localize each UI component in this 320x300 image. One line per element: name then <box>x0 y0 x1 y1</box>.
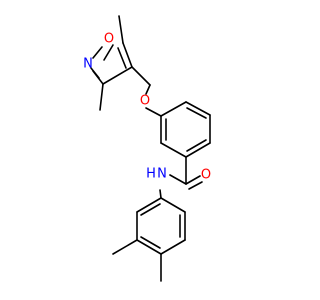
bond-b4-b5-inner <box>186 139 207 152</box>
bond-b2-b3 <box>185 101 211 116</box>
bond-c5-c4-inner <box>117 47 127 69</box>
central-benzene-ring <box>160 101 211 158</box>
bond-b4-b5 <box>185 142 211 158</box>
structure-canvas: O N O O H N <box>83 15 211 282</box>
bond-ch2-o <box>145 84 151 95</box>
bond-b1-b2 <box>160 101 187 117</box>
isoxazole-oxygen-label: O <box>104 32 114 47</box>
bond-d3-d4 <box>160 239 186 255</box>
amide-nh-h-label: H <box>146 167 156 182</box>
ether-oxygen-label: O <box>140 94 150 109</box>
bond-n2-o1 <box>92 46 103 59</box>
bond-o-aryl <box>145 107 162 117</box>
molecule-drawing: O N O O H N <box>83 15 211 282</box>
bond-b2-b3-inner <box>186 107 207 119</box>
bond-d1-d2 <box>160 197 186 213</box>
isoxazole-ring <box>90 42 133 85</box>
bond-o1-c5 <box>103 44 114 61</box>
amide-nitrogen-label: N <box>157 167 167 182</box>
bond-c5-methyl <box>118 15 124 44</box>
bond-c5-c4 <box>122 42 133 68</box>
bond-d5-methyl <box>112 239 138 255</box>
bond-carbonyl-o <box>185 175 201 185</box>
bond-carbonyl-n <box>169 174 187 185</box>
bond-c4-c3 <box>102 66 133 85</box>
bond-c3-methyl <box>99 83 104 111</box>
bond-b5-b6 <box>160 142 187 158</box>
bond-carbonyl-o-double <box>188 181 203 190</box>
carbonyl-oxygen-label: O <box>201 168 211 183</box>
bond-c3-n2-inner <box>90 67 100 79</box>
bond-c4-ch2 <box>131 66 151 86</box>
bond-d6-d1-inner <box>140 203 161 216</box>
bond-d4-d5 <box>136 239 162 255</box>
bond-d4-d5-inner <box>140 236 161 249</box>
dimethylphenyl-ring <box>136 197 186 255</box>
isoxazole-nitrogen-label: N <box>83 57 93 72</box>
bond-d6-d1 <box>136 197 162 213</box>
bond-n-aryl <box>159 189 162 199</box>
